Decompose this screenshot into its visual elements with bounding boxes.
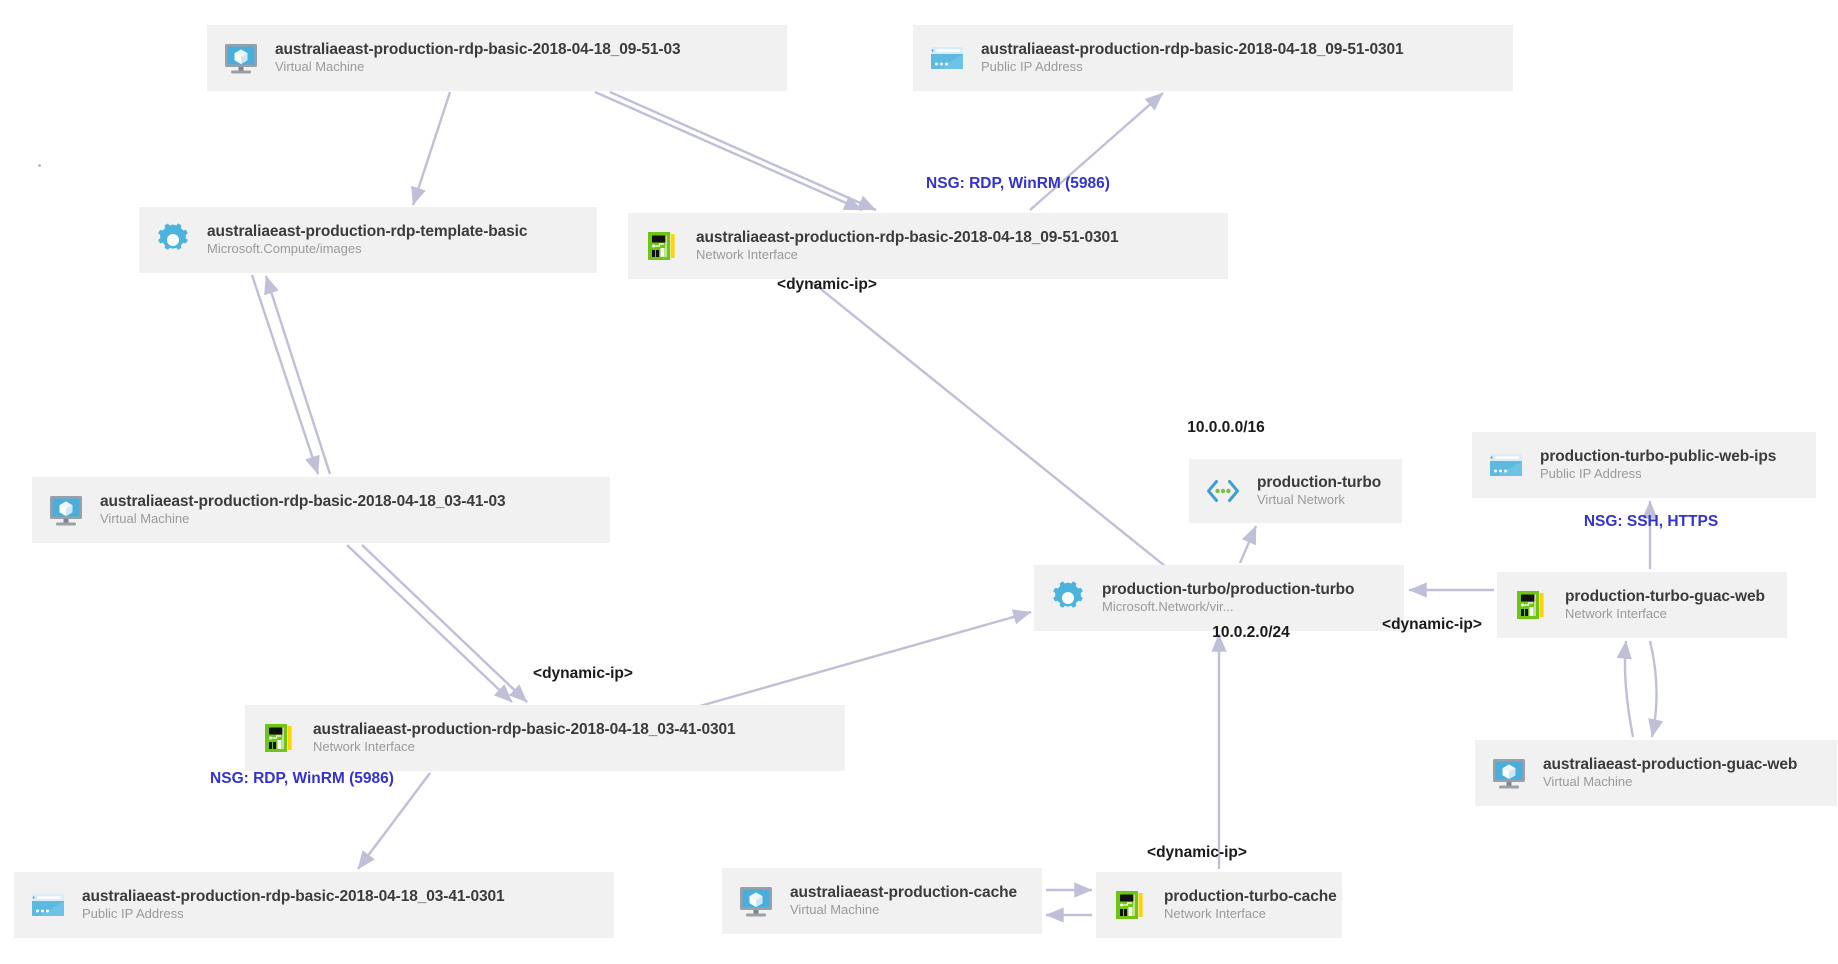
edge-label-cidr-subnet: 10.0.2.0/24 bbox=[1212, 624, 1290, 641]
edge-label-dyn-guac: <dynamic-ip> bbox=[1382, 616, 1482, 633]
resource-node-img-template[interactable]: australiaeast-production-rdp-template-ba… bbox=[139, 207, 597, 273]
resource-node-subtitle: Network Interface bbox=[696, 247, 798, 263]
resource-node-pip-0341[interactable]: australiaeast-production-rdp-basic-2018-… bbox=[14, 872, 614, 938]
resource-node-subtitle: Virtual Machine bbox=[1543, 774, 1633, 790]
resource-node-subtitle: Network Interface bbox=[313, 739, 415, 755]
network-interface-icon bbox=[1511, 585, 1551, 625]
edge-nic0341-to-subnet bbox=[699, 609, 1032, 708]
resource-node-nic-0341[interactable]: australiaeast-production-rdp-basic-2018-… bbox=[245, 705, 845, 771]
resource-node-vm-0341[interactable]: australiaeast-production-rdp-basic-2018-… bbox=[32, 477, 610, 543]
virtual-machine-icon bbox=[1489, 753, 1529, 793]
edge-vmguac-to-nicguac bbox=[1616, 640, 1635, 738]
edge-nic0341-to-pip0341 bbox=[357, 772, 431, 870]
edge-label-dyn-cache: <dynamic-ip> bbox=[1147, 844, 1247, 861]
resource-node-title: australiaeast-production-guac-web bbox=[1543, 755, 1798, 773]
edge-label-nsg-0341: NSG: RDP, WinRM (5986) bbox=[210, 770, 394, 787]
edge-nic0951-to-subnet bbox=[811, 281, 1187, 584]
edge-vm0341-to-nic0341 bbox=[346, 544, 513, 703]
resource-node-title: australiaeast-production-rdp-basic-2018-… bbox=[696, 228, 1119, 246]
edge-label-cidr-vnet: 10.0.0.0/16 bbox=[1187, 419, 1265, 436]
resource-node-title: production-turbo bbox=[1257, 473, 1382, 491]
edge-nic0951-to-vm0951 bbox=[609, 90, 877, 212]
resource-node-subtitle: Virtual Machine bbox=[275, 59, 365, 75]
virtual-machine-icon bbox=[221, 38, 261, 78]
gear-icon bbox=[153, 220, 193, 260]
public-ip-icon bbox=[927, 38, 967, 78]
resource-node-title: australiaeast-production-rdp-basic-2018-… bbox=[100, 492, 506, 510]
resource-node-subtitle: Network Interface bbox=[1164, 906, 1266, 922]
resource-node-title: production-turbo/production-turbo bbox=[1102, 580, 1355, 598]
edge-image-to-vm0341 bbox=[250, 274, 320, 475]
resource-node-subtitle: Public IP Address bbox=[1540, 466, 1642, 482]
resource-node-title: australiaeast-production-rdp-template-ba… bbox=[207, 222, 528, 240]
resource-node-subtitle: Microsoft.Compute/images bbox=[207, 241, 362, 257]
resource-node-title: production-turbo-cache bbox=[1164, 887, 1337, 905]
virtual-machine-icon bbox=[736, 881, 776, 921]
resource-node-title: australiaeast-production-cache bbox=[790, 883, 1017, 901]
stray-dot bbox=[38, 164, 41, 167]
resource-node-title: australiaeast-production-rdp-basic-2018-… bbox=[981, 40, 1404, 58]
public-ip-icon bbox=[28, 885, 68, 925]
edge-label-dyn-0341: <dynamic-ip> bbox=[533, 665, 633, 682]
resource-node-title: australiaeast-production-rdp-basic-2018-… bbox=[275, 40, 681, 58]
edge-subnet-to-vnet bbox=[1238, 525, 1258, 564]
virtual-machine-icon bbox=[46, 490, 86, 530]
network-interface-icon bbox=[1110, 885, 1150, 925]
resource-node-subtitle: Public IP Address bbox=[981, 59, 1083, 75]
resource-node-subtitle: Public IP Address bbox=[82, 906, 184, 922]
edge-vm0951-to-image bbox=[411, 91, 452, 206]
edge-nicguac-to-vmguac bbox=[1648, 640, 1664, 738]
edge-nic0341-to-vm0341 bbox=[361, 544, 528, 703]
edge-label-dyn-0951: <dynamic-ip> bbox=[777, 276, 877, 293]
resource-node-subtitle: Microsoft.Network/vir... bbox=[1102, 599, 1234, 615]
resource-node-subtitle: Virtual Network bbox=[1257, 492, 1345, 508]
resource-node-title: australiaeast-production-rdp-basic-2018-… bbox=[82, 887, 505, 905]
resource-node-subtitle: Network Interface bbox=[1565, 606, 1667, 622]
edge-vm0951-to-nic0951 bbox=[594, 90, 863, 212]
resource-node-title: australiaeast-production-rdp-basic-2018-… bbox=[313, 720, 736, 738]
resource-node-vm-0951[interactable]: australiaeast-production-rdp-basic-2018-… bbox=[207, 25, 787, 91]
gear-icon bbox=[1048, 578, 1088, 618]
edge-label-nsg-guac: NSG: SSH, HTTPS bbox=[1583, 513, 1719, 530]
edge-nic0951-to-pip0951 bbox=[1029, 92, 1164, 211]
resource-node-nic-0951[interactable]: australiaeast-production-rdp-basic-2018-… bbox=[628, 213, 1228, 279]
resource-node-pip-0951[interactable]: australiaeast-production-rdp-basic-2018-… bbox=[913, 25, 1513, 91]
network-interface-icon bbox=[259, 718, 299, 758]
edge-vm0341-to-image bbox=[264, 275, 332, 475]
public-ip-icon bbox=[1486, 445, 1526, 485]
resource-node-subtitle: Virtual Machine bbox=[100, 511, 190, 527]
resource-node-title: production-turbo-guac-web bbox=[1565, 587, 1765, 605]
network-interface-icon bbox=[642, 226, 682, 266]
resource-node-subtitle: Virtual Machine bbox=[790, 902, 880, 918]
resource-node-title: production-turbo-public-web-ips bbox=[1540, 447, 1777, 465]
virtual-network-icon bbox=[1203, 471, 1243, 511]
edge-label-nsg-0951: NSG: RDP, WinRM (5986) bbox=[926, 175, 1110, 192]
